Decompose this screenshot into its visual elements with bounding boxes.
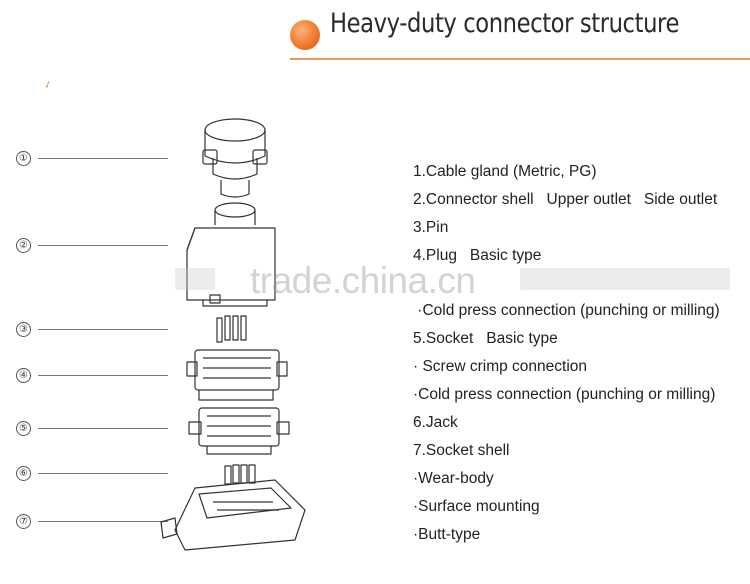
list-item: ·Surface mounting xyxy=(413,497,540,515)
socket-shell-drawing xyxy=(160,479,306,551)
socket-drawing xyxy=(188,407,290,455)
leader-line xyxy=(38,158,168,159)
callout-5: ⑤ xyxy=(16,421,168,437)
spec-list: 1.Cable gland (Metric, PG) 2.Connector s… xyxy=(413,158,720,548)
callout-number: ④ xyxy=(16,368,31,383)
leader-line xyxy=(38,428,168,429)
cable-gland-drawing xyxy=(202,118,268,198)
leader-line xyxy=(38,245,168,246)
callout-number: ⑤ xyxy=(16,421,31,436)
jacks-drawing xyxy=(224,464,256,485)
title-underline xyxy=(290,58,750,60)
callout-number: ③ xyxy=(16,322,31,337)
callout-3: ③ xyxy=(16,322,168,338)
callout-7: ⑦ xyxy=(16,514,168,530)
list-item: 4.Plug Basic type xyxy=(413,246,542,264)
list-item: ·Cold press connection (punching or mill… xyxy=(413,386,716,404)
list-item: 2.Connector shell Upper outlet Side outl… xyxy=(413,190,718,208)
callout-number: ② xyxy=(16,238,31,253)
connector-exploded-diagram xyxy=(160,118,306,551)
decorative-tick-icon: ✓ xyxy=(42,78,55,93)
plug-drawing xyxy=(186,349,288,401)
leader-line xyxy=(38,329,168,330)
list-item: ·Butt-type xyxy=(413,525,481,543)
watermark-bar xyxy=(520,268,730,290)
list-item: ·Wear-body xyxy=(413,469,494,487)
callout-number: ⑥ xyxy=(16,466,31,481)
leader-line xyxy=(38,473,168,474)
watermark: trade.china.cn xyxy=(250,260,476,301)
callout-number: ⑦ xyxy=(16,514,31,529)
page-title: Heavy-duty connector structure xyxy=(330,8,679,39)
list-item: 1.Cable gland (Metric, PG) xyxy=(413,163,597,180)
callout-1: ① xyxy=(16,151,168,167)
list-item: ·Cold press connection (punching or mill… xyxy=(413,302,720,320)
leader-line xyxy=(38,521,168,522)
list-item: 5.Socket Basic type xyxy=(413,330,558,348)
watermark-bar xyxy=(175,268,215,290)
pins-drawing xyxy=(216,315,247,343)
list-item: 7.Socket shell xyxy=(413,441,510,459)
callout-number: ① xyxy=(16,151,31,166)
callout-2: ② xyxy=(16,238,168,254)
list-item: 3.Pin xyxy=(413,218,449,236)
leader-line xyxy=(38,375,168,376)
list-item: 6.Jack xyxy=(413,414,458,432)
callout-4: ④ xyxy=(16,368,168,384)
header-bullet-icon xyxy=(290,20,320,50)
list-item: · Screw crimp connection xyxy=(413,358,588,376)
connector-shell-drawing xyxy=(186,202,276,307)
callout-6: ⑥ xyxy=(16,466,168,482)
